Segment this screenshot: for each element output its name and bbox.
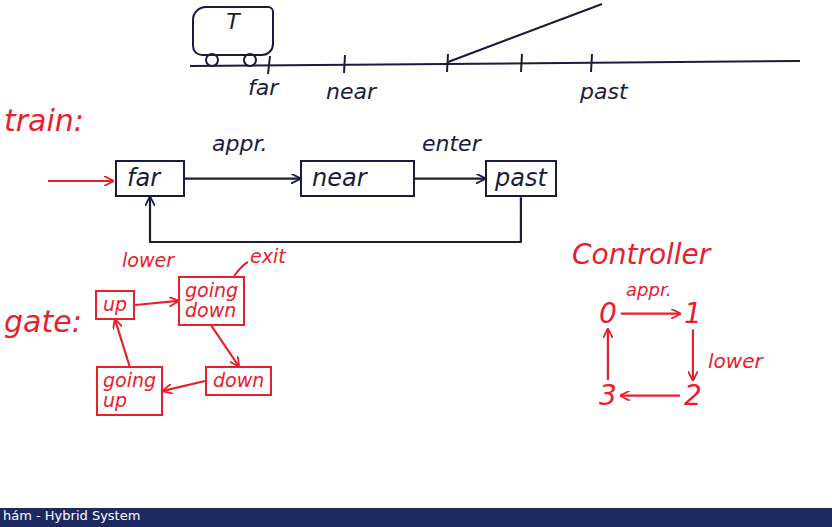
state-box: up: [95, 290, 135, 320]
state-name: T: [198, 10, 268, 33]
state-name: far: [127, 166, 173, 191]
transition-arrow: [212, 326, 239, 366]
crossing-gate-bar: [448, 4, 602, 62]
state-name: near: [312, 166, 403, 191]
state-box: down: [205, 366, 272, 396]
transition-arrow: [150, 197, 521, 242]
event-label: lower: [122, 250, 174, 271]
state-box: going down: [178, 276, 245, 326]
footer-text: hám - Hybrid System: [3, 509, 140, 523]
controller-state: 2: [680, 380, 706, 411]
state-name: up: [103, 295, 127, 315]
position-label: near: [326, 80, 376, 104]
state-name: 0: [599, 299, 617, 328]
event-label: exit: [250, 246, 286, 267]
transition-arrow: [135, 301, 178, 305]
controller-state: 3: [595, 380, 621, 411]
event-label: lower: [708, 350, 763, 372]
initial-arrow: [48, 180, 113, 182]
state-box: going up: [96, 366, 163, 416]
controller-state: 1: [680, 298, 706, 329]
transition-arrow: [163, 381, 205, 391]
track-ticks: [268, 54, 592, 74]
transition-arrow: [115, 320, 129, 366]
exit-stroke: [234, 262, 248, 276]
controller-state: 0: [595, 298, 621, 329]
event-label: appr.: [626, 280, 671, 300]
transition-arrow: [415, 178, 485, 180]
state-name: going down: [185, 281, 238, 321]
transition-arrow: [692, 329, 694, 380]
state-name: 2: [684, 381, 702, 410]
state-name: past: [495, 166, 547, 191]
transition-arrow: [621, 313, 680, 315]
automaton-title: gate:: [4, 305, 82, 338]
event-label: enter: [422, 132, 481, 156]
state-box: past: [485, 160, 557, 197]
transition-arrow: [185, 178, 300, 180]
state-name: 1: [684, 299, 702, 328]
position-label: far: [248, 76, 278, 100]
event-label: appr.: [212, 132, 267, 156]
automaton-title: Controller: [572, 240, 710, 271]
transition-arrow: [607, 329, 609, 380]
train-body: T: [192, 6, 274, 56]
state-box: near: [300, 160, 415, 197]
transition-arrow: [621, 395, 680, 397]
track: [190, 61, 800, 66]
state-name: going up: [103, 371, 156, 411]
state-name: 3: [599, 381, 617, 410]
state-name: down: [213, 371, 264, 391]
state-box: far: [115, 160, 185, 197]
position-label: past: [580, 80, 628, 104]
automaton-title: train:: [4, 104, 84, 137]
